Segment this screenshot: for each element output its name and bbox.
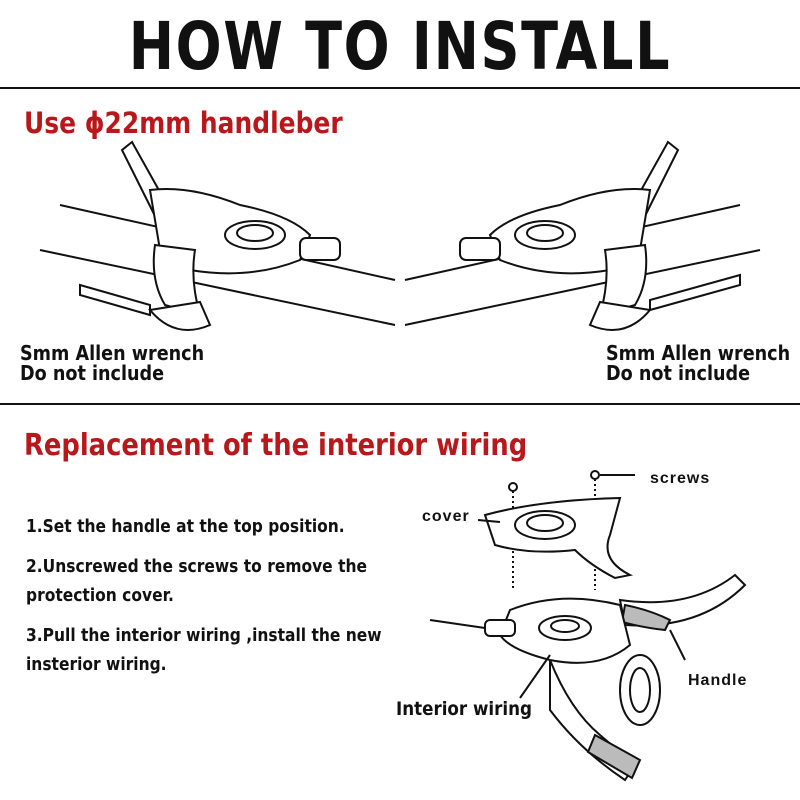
step-line: protection cover. [26, 585, 174, 606]
allen-wrench-note-right: Smm Allen wrench Do not include [606, 343, 790, 383]
divider-middle [0, 403, 800, 405]
exploded-shifter-illustration [429, 470, 747, 782]
note-line: Do not include [606, 361, 751, 385]
label-cover: cover [422, 508, 470, 525]
page-title: HOW TO INSTALL [128, 8, 672, 85]
step-line: 2.Unscrewed the screws to remove the [26, 556, 368, 577]
section-heading-wiring: Replacement of the interior wiring [24, 428, 528, 463]
allen-wrench-note-left: Smm Allen wrench Do not include [20, 343, 204, 383]
label-screws: screws [650, 470, 711, 487]
note-line: Do not include [20, 361, 165, 385]
step-line: 1.Set the handle at the top position. [26, 516, 345, 537]
note-line: Smm Allen wrench [20, 341, 205, 365]
note-line: Smm Allen wrench [606, 341, 791, 365]
label-interior-wiring: Interior wiring [396, 698, 533, 720]
right-shifter-illustration [404, 140, 761, 331]
divider-top [0, 87, 800, 89]
label-handle: Handle [688, 672, 748, 689]
instruction-steps: 1.Set the handle at the top position. 2.… [26, 512, 382, 690]
left-shifter-illustration [39, 140, 396, 331]
section-heading-handlebar: Use ϕ22mm handleber [24, 106, 343, 140]
step-line: 3.Pull the interior wiring ,install the … [26, 625, 382, 646]
step-line: insterior wiring. [26, 654, 167, 675]
